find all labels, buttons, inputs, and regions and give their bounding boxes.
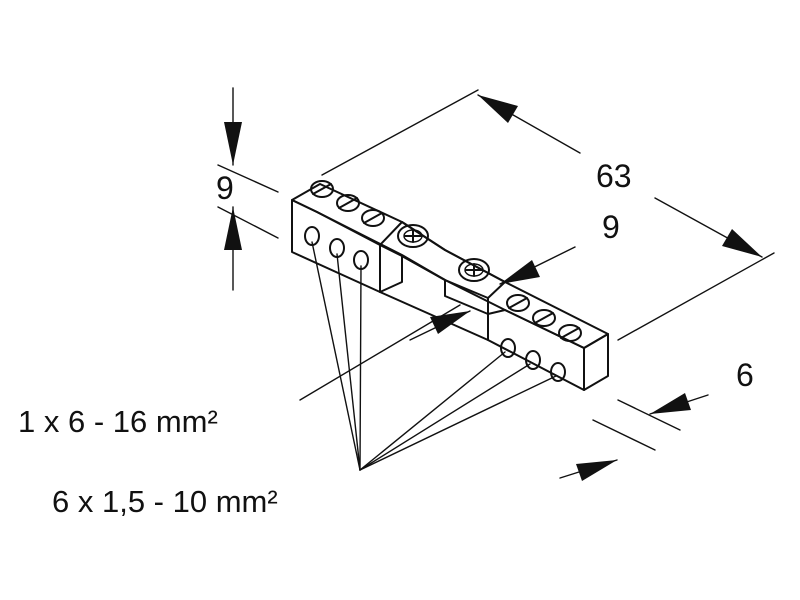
- terminals-spec: 6 x 1,5 - 10 mm²: [52, 484, 278, 519]
- dimension-width-label: 9: [602, 209, 620, 245]
- terminal-bar: [291, 183, 609, 391]
- slotted-screws: [310, 180, 582, 342]
- dimension-depth-label: 6: [736, 357, 754, 393]
- dimension-length-label: 63: [596, 158, 632, 194]
- clamp-screws: [397, 224, 490, 282]
- leader-lines: [299, 241, 557, 471]
- dimension-height-label: 9: [216, 170, 234, 206]
- main-clamp-spec: 1 x 6 - 16 mm²: [18, 404, 218, 439]
- terminal-holes: [304, 226, 566, 382]
- dimension-depth: [559, 393, 709, 481]
- dimension-length: [321, 89, 775, 341]
- dimension-height: [217, 87, 279, 291]
